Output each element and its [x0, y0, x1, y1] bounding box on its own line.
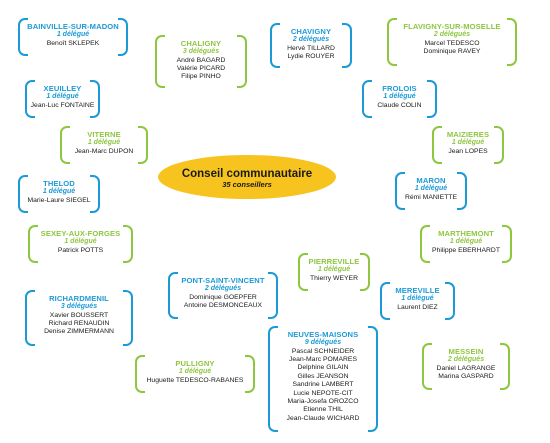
- delegate-name: Jean-Marc POMARES: [289, 355, 357, 363]
- delegate-count: 1 délégué: [401, 295, 434, 302]
- delegate-name: Dominique GOEPFER: [189, 293, 257, 301]
- delegate-count: 1 délégué: [46, 93, 79, 100]
- commune-name: PONT-SAINT-VINCENT: [181, 276, 265, 285]
- commune-name: MARON: [416, 176, 446, 185]
- delegate-name: Philippe EBERHARDT: [432, 246, 500, 254]
- delegate-count: 1 délégué: [414, 185, 448, 192]
- delegate-count: 3 délégués: [60, 303, 98, 310]
- delegate-name: Patrick POTTS: [57, 246, 104, 254]
- commune-name: NEUVES-MAISONS: [287, 330, 359, 339]
- delegate-count: 1 délégué: [64, 238, 97, 245]
- council-ellipse: Conseil communautaire 35 conseillers: [158, 155, 336, 199]
- delegate-count: 1 délégué: [87, 139, 121, 146]
- delegate-name: Marina GASPARD: [438, 372, 494, 380]
- delegate-name: Pascal SCHNEIDER: [291, 347, 355, 355]
- delegate-name: Marcel TEDESCO: [424, 39, 480, 47]
- delegate-count: 1 délégué: [178, 368, 212, 375]
- delegate-name: Rémi MANIETTE: [404, 193, 458, 201]
- delegate-name: Benoît SKLEPEK: [46, 39, 100, 47]
- delegate-name: Antoine DESMONCEAUX: [183, 301, 263, 309]
- delegate-name: Hervé TILLARD: [287, 44, 335, 52]
- delegate-name: Maria-Josefa OROZCO: [287, 397, 359, 405]
- commune-name: FROLOIS: [382, 84, 417, 93]
- delegate-name: Laurent DIEZ: [397, 303, 438, 311]
- delegate-count: 1 délégué: [383, 93, 416, 100]
- council-title: Conseil communautaire: [181, 168, 313, 180]
- commune-name: MAIZIERES: [446, 130, 490, 139]
- commune-name: MEREVILLE: [395, 286, 440, 295]
- delegate-count: 1 délégué: [42, 188, 76, 195]
- delegate-count: 1 délégué: [56, 31, 90, 38]
- delegate-name: Lydie ROUYER: [287, 52, 335, 60]
- commune-name: RICHARDMENIL: [49, 294, 109, 303]
- delegate-name: Dominique RAVEY: [423, 47, 481, 55]
- commune-name: THELOD: [43, 179, 75, 188]
- delegate-name: Jean-Marc DUPON: [74, 147, 134, 155]
- commune-name: BAINVILLE-SUR-MADON: [27, 22, 119, 31]
- delegate-count: 1 délégué: [317, 266, 351, 273]
- delegate-name: Huguette TEDESCO-RABANES: [146, 376, 244, 384]
- commune-name: MARTHEMONT: [438, 229, 494, 238]
- delegate-name: Marie-Laure SIEGEL: [27, 196, 91, 204]
- delegate-name: Jean-Luc FONTAINE: [30, 101, 95, 109]
- delegate-name: Gilles JEANSON: [297, 372, 349, 380]
- delegate-count: 2 délégués: [447, 356, 485, 363]
- delegate-name: Delphine GILAIN: [297, 364, 349, 372]
- commune-name: FLAVIGNY-SUR-MOSELLE: [403, 22, 501, 31]
- delegate-name: Xavier BOUSSERT: [49, 311, 109, 319]
- delegate-count: 1 délégué: [451, 139, 485, 146]
- delegate-count: 2 délégués: [204, 285, 242, 292]
- delegate-name: Filipe PINHO: [181, 73, 221, 81]
- delegate-name: Jean LOPES: [448, 147, 488, 155]
- delegate-name: Etienne THIL: [303, 406, 343, 414]
- council-subtitle: 35 conseillers: [222, 180, 272, 189]
- commune-name: PULLIGNY: [175, 359, 215, 368]
- commune-name: XEUILLEY: [43, 84, 82, 93]
- delegate-name: Richard RENAUDIN: [48, 319, 110, 327]
- commune-name: CHAVIGNY: [290, 27, 332, 36]
- delegate-count: 9 délégués: [304, 339, 342, 346]
- commune-name: CHALIGNY: [180, 39, 222, 48]
- delegate-name: Valérie PICARD: [176, 64, 226, 72]
- delegate-count: 1 délégué: [449, 238, 483, 245]
- delegate-name: Claude COLIN: [377, 101, 422, 109]
- commune-name: SEXEY-AUX-FORGES: [40, 229, 121, 238]
- delegate-name: Daniel LAGRANGE: [436, 364, 496, 372]
- delegate-name: Denise ZIMMERMANN: [44, 328, 114, 336]
- delegate-name: Lucie NEPOTE-CIT: [293, 389, 353, 397]
- delegate-name: Jean-Claude WICHARD: [286, 414, 360, 422]
- delegate-count: 2 délégués: [433, 31, 471, 38]
- commune-name: VITERNE: [87, 130, 121, 139]
- delegate-name: Sandrine LAMBERT: [292, 381, 354, 389]
- delegate-name: André BAGARD: [176, 56, 226, 64]
- delegate-count: 2 délégués: [292, 36, 330, 43]
- commune-name: PIERREVILLE: [308, 257, 360, 266]
- commune-name: MESSEIN: [448, 347, 484, 356]
- delegate-name: Thierry WEYER: [310, 274, 358, 282]
- delegate-count: 3 délégués: [182, 48, 220, 55]
